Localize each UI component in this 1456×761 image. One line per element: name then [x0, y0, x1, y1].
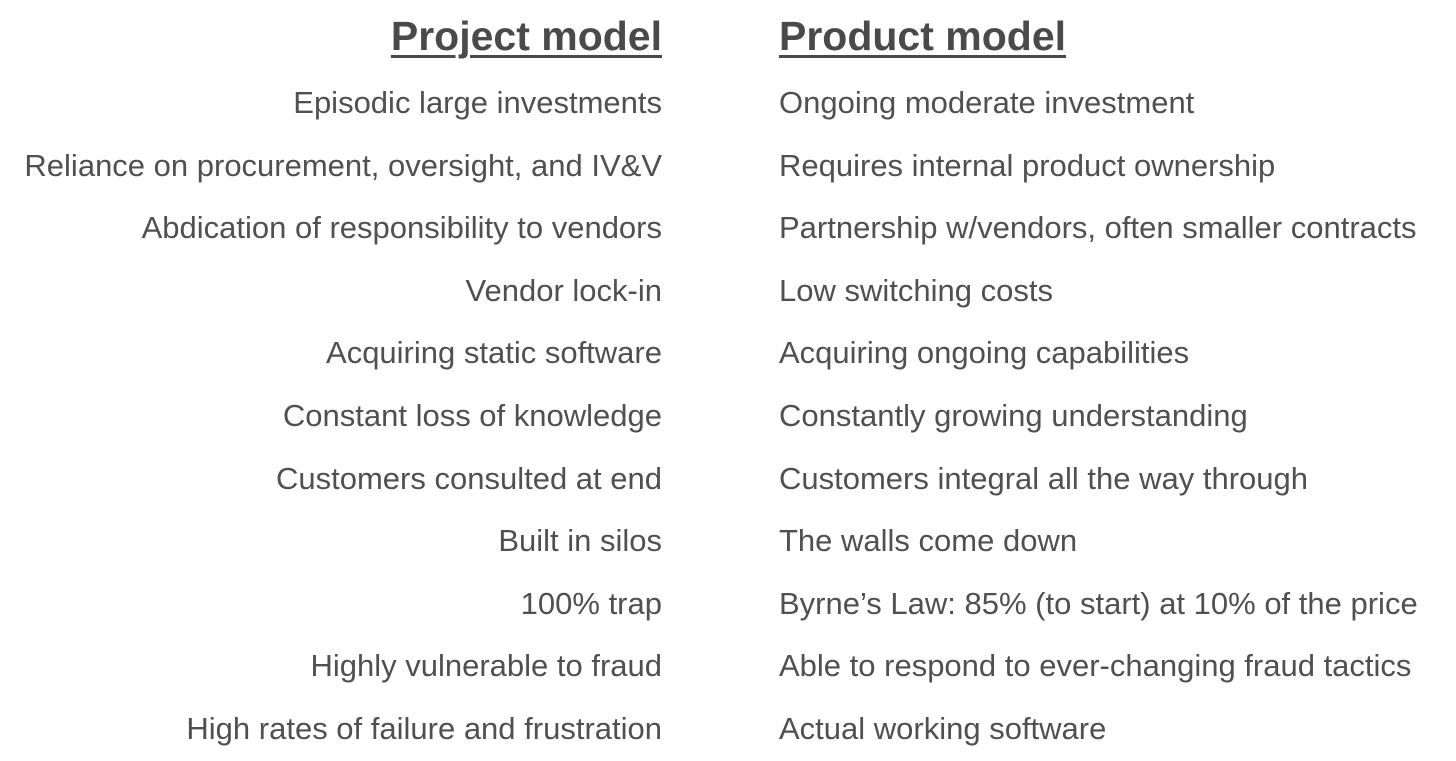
project-model-item: Built in silos — [498, 523, 662, 559]
product-model-heading: Product model — [779, 13, 1067, 59]
product-model-item: Low switching costs — [779, 272, 1053, 308]
project-model-item: High rates of failure and frustration — [186, 710, 662, 746]
product-model-item: Constantly growing understanding — [779, 397, 1248, 433]
product-model-item: Able to respond to ever-changing fraud t… — [779, 648, 1412, 684]
project-model-item: Reliance on procurement, oversight, and … — [24, 147, 662, 183]
product-model-item: Actual working software — [779, 710, 1107, 746]
project-model-item: 100% trap — [520, 585, 662, 621]
project-model-item: Episodic large investments — [293, 85, 662, 120]
product-model-item: The walls come down — [779, 523, 1078, 559]
project-model-item: Vendor lock-in — [465, 272, 662, 308]
product-model-item: Requires internal product ownership — [779, 147, 1276, 183]
product-model-item: Byrne’s Law: 85% (to start) at 10% of th… — [779, 585, 1418, 621]
product-model-item: Acquiring ongoing capabilities — [779, 335, 1190, 371]
project-model-item: Highly vulnerable to fraud — [310, 648, 662, 684]
project-model-item: Abdication of responsibility to vendors — [141, 210, 662, 246]
product-model-item: Customers integral all the way through — [779, 460, 1308, 496]
project-model-item: Customers consulted at end — [276, 460, 662, 496]
project-model-list: Episodic large investments Reliance on p… — [24, 72, 662, 761]
product-model-item: Partnership w/vendors, often smaller con… — [779, 210, 1417, 246]
project-model-item: Constant loss of knowledge — [282, 397, 662, 433]
project-model-item: Acquiring static software — [326, 335, 662, 371]
product-model-item: Ongoing moderate investment — [779, 85, 1195, 120]
project-model-heading: Project model — [390, 13, 662, 59]
product-model-list: Ongoing moderate investment Requires int… — [779, 72, 1418, 761]
